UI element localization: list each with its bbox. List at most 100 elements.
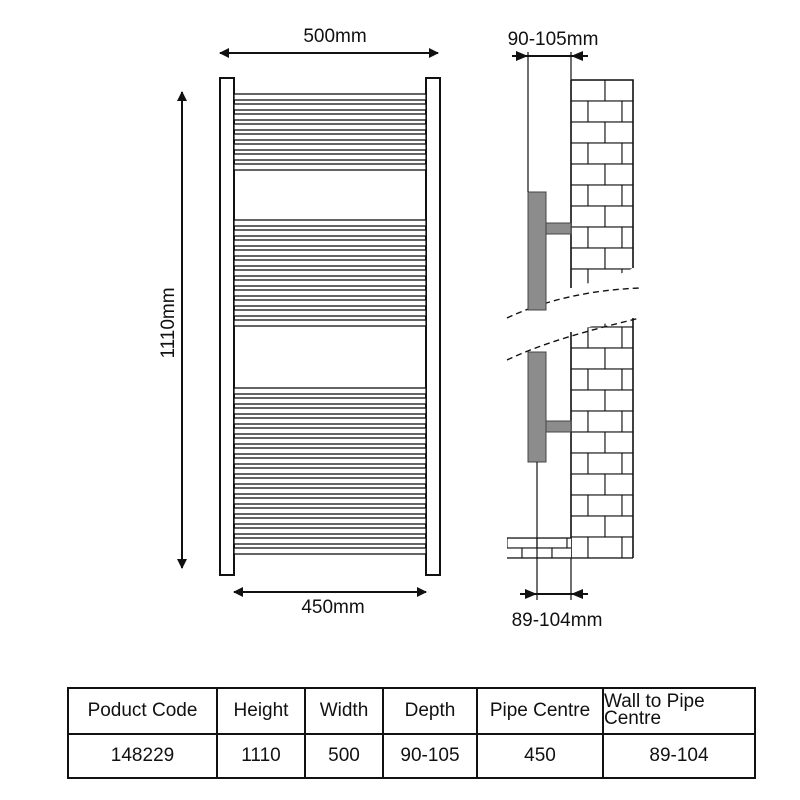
brick — [621, 142, 633, 165]
brick — [587, 536, 623, 558]
brick — [571, 163, 572, 186]
brick — [621, 494, 633, 517]
brick — [604, 347, 633, 370]
wall-upper-outline — [571, 79, 634, 268]
value-width: 500 — [304, 733, 384, 779]
header-width: Width — [304, 687, 384, 735]
brick — [536, 538, 568, 549]
wall-bracket-lower — [545, 420, 572, 433]
brick — [621, 226, 633, 249]
brick — [571, 80, 572, 102]
brick — [566, 538, 571, 549]
brick — [507, 538, 538, 549]
brick — [605, 290, 639, 311]
value-pipe-centre: 450 — [476, 733, 604, 779]
rail — [233, 309, 427, 317]
brick — [571, 80, 606, 102]
rail — [233, 229, 427, 237]
depth-arrow-right — [571, 51, 583, 61]
header-product-code: Poduct Code — [67, 687, 218, 735]
brick — [571, 163, 606, 186]
brick — [587, 368, 623, 391]
rail — [233, 269, 427, 277]
header-wall-to-pipe-centre-text: Wall to Pipe Centre — [604, 690, 705, 729]
rail — [233, 299, 427, 307]
rail — [233, 417, 427, 425]
rail — [233, 467, 427, 475]
brick — [621, 268, 633, 288]
brick — [604, 121, 633, 144]
value-height: 1110 — [216, 733, 306, 779]
rail — [233, 407, 427, 415]
brick — [587, 226, 623, 249]
rail — [233, 437, 427, 445]
rail — [233, 163, 427, 171]
brick-wall-upper — [571, 80, 639, 311]
rails-group — [233, 93, 427, 555]
brick — [621, 100, 633, 123]
rail — [233, 249, 427, 257]
rail — [233, 289, 427, 297]
pipe-centre-dimension-label: 450mm — [301, 597, 364, 618]
brick — [604, 247, 633, 270]
brick — [587, 100, 623, 123]
rail — [233, 219, 427, 227]
brick — [604, 431, 633, 454]
value-depth: 90-105 — [382, 733, 478, 779]
brick — [621, 410, 633, 433]
spec-table-header-row: Poduct Code Height Width Depth Pipe Cent… — [67, 687, 756, 735]
brick — [604, 389, 633, 412]
brick — [571, 205, 606, 228]
brick — [587, 452, 623, 475]
brick — [587, 268, 623, 288]
rail — [233, 133, 427, 141]
brick — [571, 121, 606, 144]
rail — [233, 427, 427, 435]
rail — [233, 239, 427, 247]
brick — [604, 515, 633, 538]
brick — [551, 547, 571, 558]
rail — [233, 123, 427, 131]
width-dimension-label: 500mm — [303, 26, 366, 47]
brick — [571, 515, 572, 538]
height-dimension-label: 1110mm — [158, 287, 179, 358]
left-upright — [219, 77, 235, 576]
rail — [233, 259, 427, 267]
depth-dimension-label: 90-105mm — [508, 29, 599, 50]
brick — [571, 473, 572, 496]
depth-arrow-left — [516, 51, 528, 61]
rail — [233, 103, 427, 111]
brick — [571, 318, 606, 328]
rail — [233, 527, 427, 535]
brick — [604, 205, 633, 228]
brick — [507, 547, 523, 558]
rail — [233, 447, 427, 455]
header-depth: Depth — [382, 687, 478, 735]
rail — [233, 537, 427, 545]
rail — [233, 477, 427, 485]
brick — [587, 184, 623, 207]
header-wall-to-pipe-centre: Wall to Pipe Centre — [602, 687, 756, 735]
front-view: 500mm 1110mm 450mm — [158, 26, 441, 618]
brick — [507, 538, 508, 549]
rail — [233, 507, 427, 515]
header-height: Height — [216, 687, 306, 735]
brick — [621, 326, 633, 349]
brick — [571, 389, 606, 412]
brick — [621, 452, 633, 475]
brick — [621, 184, 633, 207]
rail — [233, 517, 427, 525]
value-wall-to-pipe-centre: 89-104 — [602, 733, 756, 779]
rail — [233, 397, 427, 405]
brick — [587, 142, 623, 165]
wall-to-pipe-dimension-label: 89-104mm — [512, 610, 603, 631]
brick — [587, 494, 623, 517]
rail — [233, 457, 427, 465]
brick — [571, 431, 606, 454]
spec-table-value-row: 148229 1110 500 90-105 450 89-104 — [67, 733, 756, 779]
brick — [587, 410, 623, 433]
rail — [233, 487, 427, 495]
brick — [571, 515, 606, 538]
right-upright — [425, 77, 441, 576]
brick — [604, 163, 633, 186]
